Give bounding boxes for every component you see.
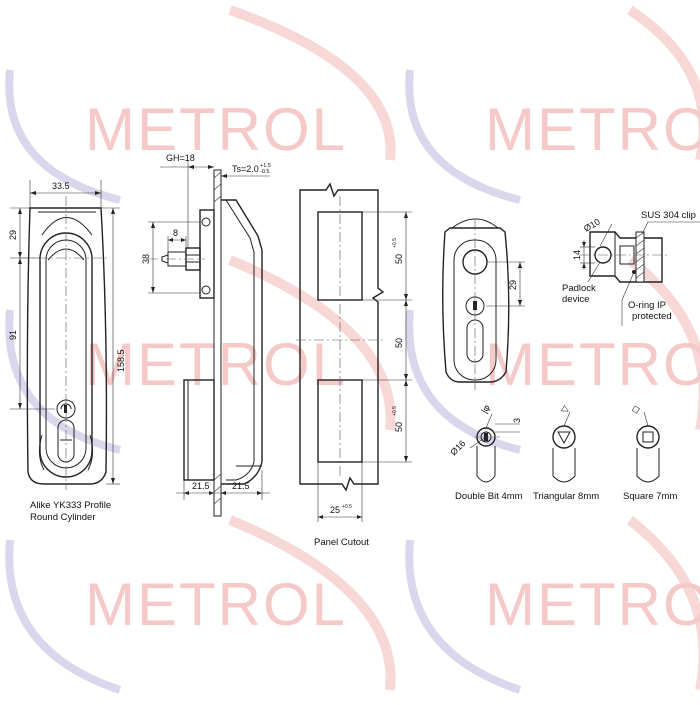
front-view-caption: Alike YK333 Profile	[30, 500, 111, 511]
grip-height-text: GH=18	[166, 153, 195, 163]
panel-tolerance-up: +1.5	[260, 163, 271, 169]
watermark-text: METROL	[485, 331, 700, 398]
padlock-top-view: 29	[442, 218, 525, 390]
watermark-text: METROL	[85, 96, 347, 163]
clip-callout: SUS 304 clip	[641, 210, 700, 235]
panel-cutout: 50 +0.5 50 50 +0.5 25 +0.5 Panel Cutout	[296, 182, 412, 548]
height-dimension: 158.5	[101, 207, 126, 485]
depth-left-text: 21.5	[192, 481, 210, 491]
left-dimensions: 29 91	[8, 207, 55, 410]
width-dim-text: 33.5	[52, 181, 70, 191]
handle-side-outline	[221, 199, 263, 485]
padlock-spacing-dimension: 29	[486, 261, 525, 307]
key-option-square: ◻ Square 7mm	[623, 404, 677, 502]
depth-dimensions: 21.5 21.5	[176, 470, 270, 500]
side-view: GH=18 Ts=2.0 +1.5 -0.5 8 38	[141, 153, 271, 517]
spacing-text: 50	[394, 338, 404, 348]
upper-slot-text: 50	[394, 254, 404, 264]
stud-pitch-dimension: 38	[141, 221, 200, 294]
handle-dim-text: 91	[8, 330, 18, 340]
top-dim-text: 29	[8, 230, 18, 240]
square-key-icon	[642, 431, 654, 443]
width-dimension: 33.5	[29, 180, 102, 208]
front-view-caption: Round Cylinder	[30, 512, 95, 523]
key-symbol: ▽	[559, 404, 571, 415]
padlock-callout: Padlock device	[562, 261, 601, 305]
padlock-spacing-text: 29	[508, 280, 518, 290]
watermark-text: METROL	[85, 571, 347, 638]
height-dim-text: 158.5	[116, 349, 126, 372]
key-option-name: Triangular 8mm	[533, 491, 599, 502]
cutout-width-text: 25	[330, 505, 340, 515]
panel-section	[213, 169, 222, 517]
upper-slot-tol: +0.5	[392, 238, 398, 248]
lower-slot-text: 50	[394, 422, 404, 432]
panel-tolerance-down: -0.5	[260, 169, 269, 175]
padlock-label: device	[562, 294, 589, 305]
oring-label: O-ring IP	[628, 300, 666, 311]
triangle-key-icon	[557, 431, 571, 445]
key-symbol: ◻	[629, 404, 641, 415]
offset-dim-text: 14	[572, 250, 582, 260]
key-extra-dim: 3	[512, 418, 522, 423]
offset-dimension: 14	[572, 240, 595, 270]
panel-cutout-caption: Panel Cutout	[314, 537, 369, 548]
depth-right-text: 21.5	[232, 481, 250, 491]
cutout-width-tol: +0.5	[342, 504, 352, 510]
cutout-panel-outline	[299, 182, 385, 492]
stud-pitch-text: 38	[141, 254, 151, 264]
sus-clip	[635, 231, 645, 283]
watermark-text: METROL	[485, 96, 700, 163]
grip-thickness-dimension: GH=18 Ts=2.0 +1.5 -0.5	[160, 153, 271, 248]
key-symbol: |φ	[479, 403, 492, 415]
oring-label: protected	[632, 311, 672, 322]
hole-dim-callout: Ø10	[582, 217, 613, 247]
oring-callout: O-ring IP protected	[621, 271, 672, 326]
clip-label: SUS 304 clip	[641, 210, 696, 221]
watermark-text: METROL	[485, 571, 700, 638]
nut-dim-text: 8	[173, 228, 178, 238]
padlock-section-detail: Ø10 14 SUS 304 clip Padlock device O-rin…	[562, 210, 700, 326]
front-view: 33.5 29 91 158.5 Alike YK333 Profile Rou…	[8, 180, 126, 523]
hole-dim-text: Ø10	[582, 217, 602, 234]
watermark-swoosh-bottom	[5, 515, 700, 694]
watermark-swoosh-top-right	[405, 5, 700, 204]
nut-dimension: 8	[167, 228, 187, 252]
key-option-double-bit: Ø16 |φ 3 Double Bit 4mm	[448, 403, 522, 502]
watermark-swoosh-top-left	[5, 5, 396, 204]
watermark-layer: METROL METROL METROL METROL METROL METRO…	[5, 5, 700, 694]
cutout-width-dimension: 25 +0.5	[317, 462, 363, 522]
cutout-vertical-dimensions: 50 +0.5 50 50 +0.5	[362, 211, 412, 463]
key-option-triangular: ▽ Triangular 8mm	[533, 404, 599, 502]
lower-slot-tol: +0.5	[392, 406, 398, 416]
key-option-name: Square 7mm	[623, 491, 677, 502]
key-option-name: Double Bit 4mm	[455, 491, 523, 502]
padlock-label: Padlock	[562, 283, 596, 294]
stud-and-nut	[148, 247, 205, 271]
key-diameter-text: Ø16	[448, 438, 467, 457]
panel-thickness-text: Ts=2.0	[232, 164, 259, 174]
handle-front-outline	[26, 207, 108, 485]
